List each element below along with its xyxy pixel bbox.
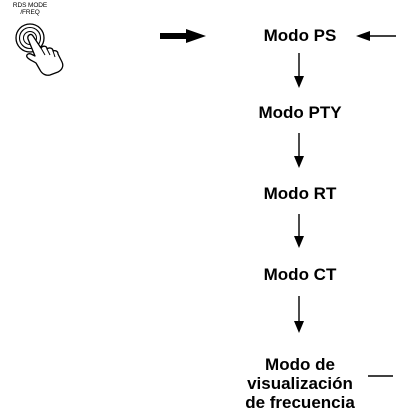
mode-frequency-line-3: de frecuencia — [245, 393, 355, 412]
mode-frequency-line-2: visualización — [247, 374, 353, 393]
rds-mode-freq-button-caption: RDS MODE /FREQ — [6, 2, 54, 16]
arrow-rt-to-ct — [294, 214, 304, 248]
mode-ps-label: Modo PS — [263, 26, 337, 45]
button-caption-line-2: /FREQ — [20, 9, 40, 16]
mode-pty-label: Modo PTY — [258, 103, 342, 122]
arrow-ct-to-frequency — [294, 296, 304, 333]
loop-back-arrow — [356, 31, 396, 377]
mode-rt-label: Modo RT — [263, 184, 337, 203]
mode-frequency-display-label: Modo de visualización de frecuencia — [202, 355, 398, 412]
button-caption-line-1: RDS MODE — [12, 2, 48, 9]
entry-arrow — [160, 29, 206, 43]
mode-frequency-line-1: Modo de — [265, 355, 335, 374]
arrow-pty-to-rt — [294, 133, 304, 168]
mode-ct-label: Modo CT — [263, 265, 337, 284]
arrow-ps-to-pty — [294, 53, 304, 88]
hand-pressing-button-icon — [15, 23, 64, 76]
